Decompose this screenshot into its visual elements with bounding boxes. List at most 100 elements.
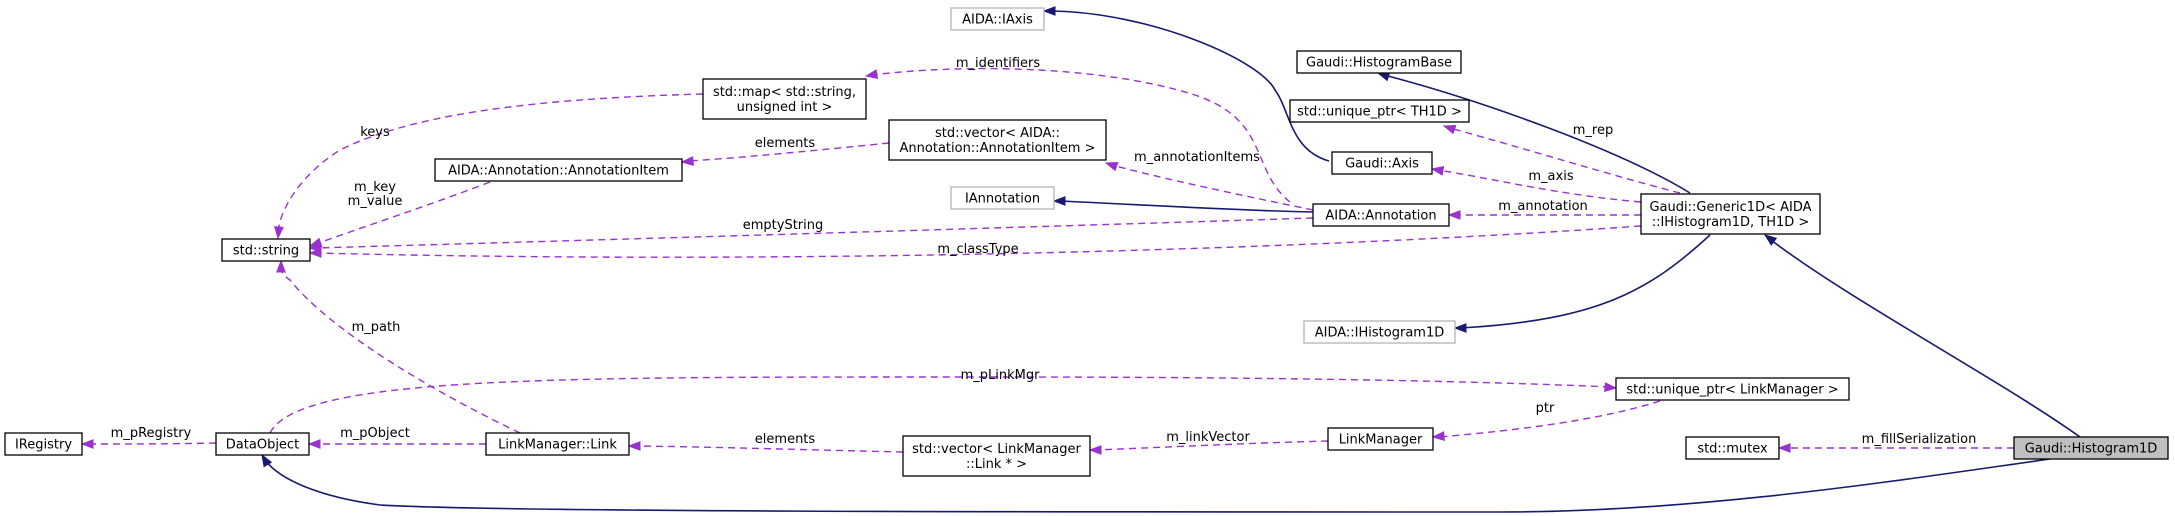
edge-linkvector: m_linkVector [1088,430,1329,455]
node-box [2013,436,2169,460]
node-label: Annotation::AnnotationItem > [900,141,1096,156]
edge-line [264,458,2051,513]
edge-label: m_fillSerialization [1862,432,1977,447]
node-label: std::mutex [1697,442,1768,457]
edge-label: keys [360,125,390,140]
edge-line [315,217,1314,249]
edge-arrowhead [627,441,641,451]
node-linkmanager[interactable]: LinkManager [1327,427,1434,451]
node-label: ::IHistogram1D, TH1D > [1652,215,1810,230]
edge-fillserial: m_fillSerialization [1777,432,2014,453]
edge-label: m_pObject [340,426,410,441]
node-label: std::map< std::string, [713,85,856,100]
edge-arrowhead [1104,161,1119,172]
edge-annotation: m_annotation [1447,199,1641,220]
node-ihist1d[interactable]: AIDA::IHistogram1D [1303,320,1456,344]
edge-arrowhead [1763,234,1778,246]
edge-line [871,67,1291,203]
node-string[interactable]: std::string [221,238,311,262]
edge-arrowhead [276,259,286,273]
edge-arrowhead [261,453,273,468]
node-iannotation[interactable]: IAnnotation [950,186,1055,210]
edge-line [1437,169,1642,203]
node-histogram1d[interactable]: Gaudi::Histogram1D [2013,436,2169,460]
edge-arrowhead [1042,6,1056,16]
node-link[interactable]: LinkManager::Link [485,432,630,456]
edge-iaxis [1042,6,1330,162]
edge-pregistry: m_pRegistry [80,426,217,449]
node-label: IAnnotation [965,192,1040,207]
node-iaxis[interactable]: AIDA::IAxis [950,7,1045,31]
edge-arrowhead [307,439,321,449]
edge-plinkmgr: m_pLinkMgr [269,368,1618,434]
edge-label: m_pLinkMgr [961,368,1041,383]
edge-arrowhead [1376,71,1391,82]
node-box [4,432,83,456]
edge-arrowhead [1777,443,1791,453]
edge-axis: m_axis [1430,166,1642,203]
edge-label: m_annotation [1498,199,1588,214]
node-label: IRegistry [15,438,72,453]
node-box [434,158,683,182]
edge-label: elements [755,432,816,447]
node-annitem[interactable]: AIDA::Annotation::AnnotationItem [434,158,683,182]
node-box [950,186,1055,210]
node-generic1d[interactable]: Gaudi::Generic1D< AIDA::IHistogram1D, TH… [1640,193,1821,235]
node-label: std::vector< LinkManager [912,442,1081,457]
node-label: AIDA::Annotation [1325,209,1436,224]
node-box [1331,151,1433,175]
node-vec-ann[interactable]: std::vector< AIDA::Annotation::Annotatio… [888,119,1107,161]
node-label: std::unique_ptr< TH1D > [1297,105,1462,120]
edge-identifiers: m_identifiers [864,56,1291,203]
edge-label: emptyString [743,218,824,233]
node-label: Gaudi::Axis [1345,157,1419,172]
node-box [1289,99,1470,123]
edge-label: elements [755,136,816,151]
edge-elements-link: elements [627,432,904,453]
edge-line [687,142,890,162]
edge-arrowhead [308,248,322,258]
node-vec-link[interactable]: std::vector< LinkManager::Link * > [902,435,1091,477]
edge-line [1095,440,1329,451]
node-uptr-th1d[interactable]: std::unique_ptr< TH1D > [1289,99,1470,123]
edge-ptr: ptr [1431,400,1661,441]
node-axis[interactable]: Gaudi::Axis [1331,151,1433,175]
edge-emptystring: emptyString [308,217,1314,253]
node-box [702,78,867,120]
edge-label: m_rep [1573,123,1613,138]
edge-label: ptr [1536,401,1555,416]
node-dataobject[interactable]: DataObject [215,432,310,456]
node-label: DataObject [226,438,299,453]
node-uptr-lm[interactable]: std::unique_ptr< LinkManager > [1615,377,1850,401]
edge-path: m_path [276,259,521,434]
node-box [1312,203,1450,227]
edge-label: m_axis [1528,169,1573,184]
node-box [888,119,1107,161]
node-annotation[interactable]: AIDA::Annotation [1312,203,1450,227]
node-histbase[interactable]: Gaudi::HistogramBase [1296,50,1462,74]
edge-classtype: m_classType [308,225,1642,258]
edge-arrowhead [864,69,879,79]
node-box [1296,50,1462,74]
edge-arrowhead [1088,445,1102,455]
node-iregistry[interactable]: IRegistry [4,432,83,456]
node-box [485,432,630,456]
node-map[interactable]: std::map< std::string,unsigned int > [702,78,867,120]
edge-line [1449,127,1681,194]
edge-line [1383,74,1691,194]
node-label: Gaudi::Histogram1D [2025,442,2158,457]
node-label: Gaudi::Generic1D< AIDA [1649,200,1811,215]
node-label: LinkManager::Link [498,438,617,453]
edge-line [634,445,904,453]
node-box [1327,427,1434,451]
node-box [1615,377,1850,401]
node-box [902,435,1091,477]
node-mutex[interactable]: std::mutex [1685,436,1780,460]
edge-line [1059,200,1314,213]
node-box [1685,436,1780,460]
node-label: AIDA::IAxis [962,13,1033,28]
edge-arrowhead [1453,323,1467,333]
edge-pobject: m_pObject [307,426,486,449]
node-label: ::Link * > [966,457,1027,472]
